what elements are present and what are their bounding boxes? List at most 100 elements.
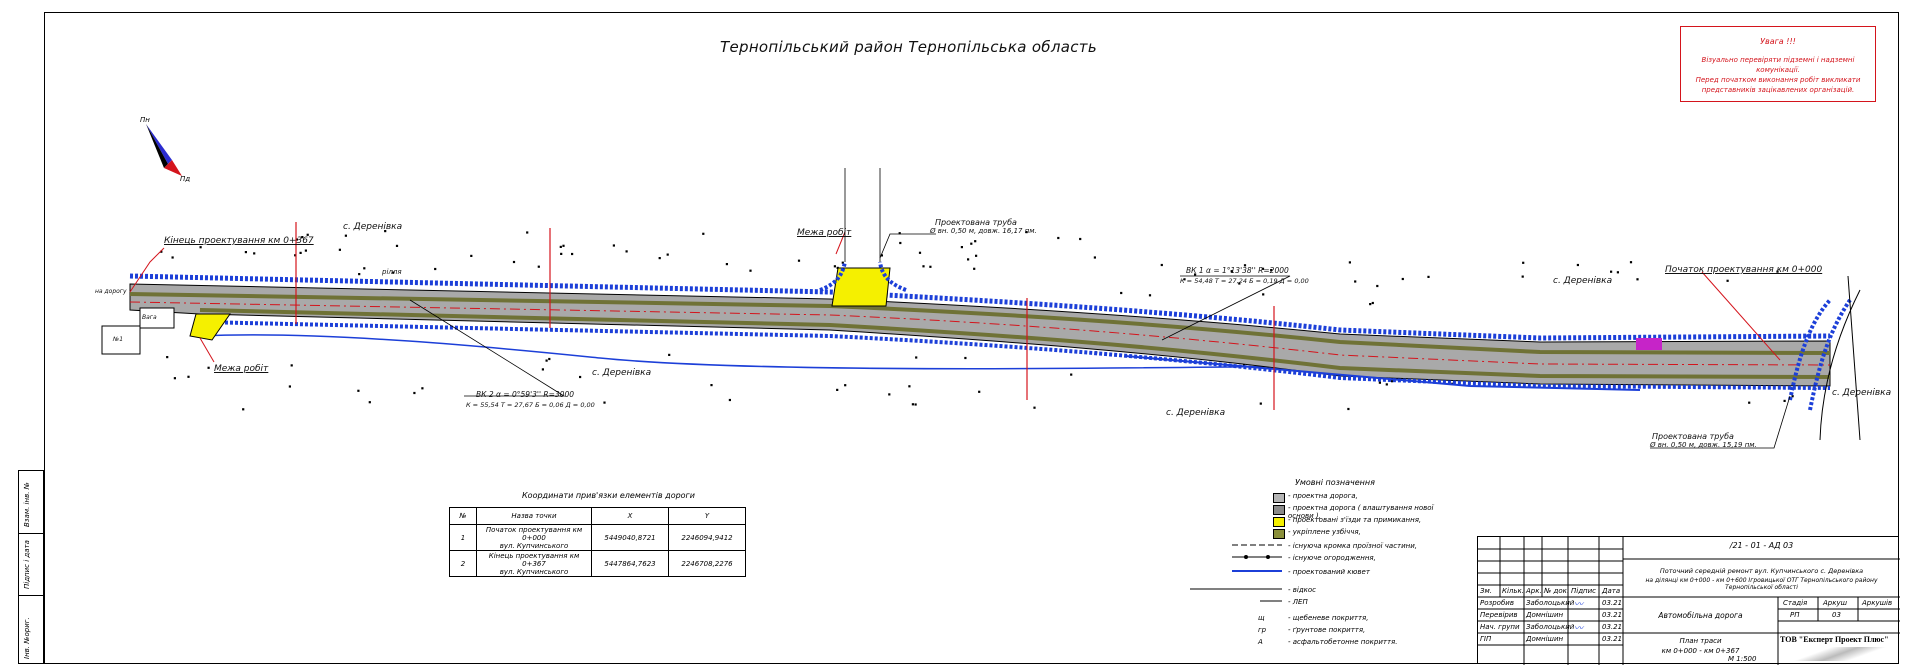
village-label-5: с. Деренівка bbox=[1832, 388, 1892, 398]
legend-text: - проектна дорога ( влаштування нової ос… bbox=[1288, 504, 1434, 520]
signature-icon: 〰 bbox=[1574, 624, 1584, 634]
legend-text: - проектовані з'їзди та примикання, bbox=[1288, 516, 1422, 524]
stamp-name: Домнішин bbox=[1526, 611, 1564, 619]
coord-cell: 5447864,7623 bbox=[591, 550, 669, 577]
coord-cell: 2246708,2276 bbox=[668, 550, 746, 577]
legend-swatch bbox=[1273, 529, 1285, 539]
village-label-1: с. Деренівка bbox=[343, 222, 403, 232]
warning-header: Увага !!! bbox=[1760, 37, 1796, 46]
legend-line-item: - проектований кювет bbox=[1190, 568, 1440, 579]
legend-text: - ґрунтове покриття, bbox=[1288, 626, 1366, 634]
stamp-h-sheet: Арк. bbox=[1526, 587, 1542, 595]
shoulder-bottom bbox=[199, 308, 1831, 379]
start-design-label: Початок проектування км 0+000 bbox=[1665, 265, 1823, 275]
vk2-params: К = 55,54 Т = 27,67 Б = 0,06 Д = 0,00 bbox=[466, 401, 595, 409]
stamp-h-zm: Зм. bbox=[1480, 587, 1492, 595]
coord-header-n: № bbox=[449, 507, 477, 525]
magenta-patch bbox=[1636, 338, 1662, 350]
coord-name-line: Кінець проектування км 0+367 bbox=[488, 551, 580, 568]
sheet-header: Аркуш bbox=[1823, 599, 1848, 607]
field-label: рілля bbox=[382, 268, 402, 276]
stamp-h-sign: Підпис bbox=[1571, 587, 1597, 595]
coord-table: № Назва точки X Y 1 Початок проектування… bbox=[449, 507, 746, 577]
legend-line-item: щ - щебеневе покриття, bbox=[1190, 614, 1440, 625]
stamp-role: ГІП bbox=[1480, 635, 1492, 643]
coord-cell: 2246094,9412 bbox=[668, 524, 746, 551]
vk2-label: ВК 2 α = 0°59'3'' R=3000 bbox=[476, 390, 574, 399]
stamp-h-doc: № док. bbox=[1544, 587, 1570, 595]
coord-name-line: вул. Купчинського bbox=[499, 541, 569, 550]
stamp-date: 03.21 bbox=[1602, 623, 1623, 631]
north-label: Пн bbox=[140, 116, 150, 124]
coord-header-y: Y bbox=[668, 507, 746, 525]
coord-cell: 2 bbox=[449, 550, 477, 577]
legend-item: - проектна дорога ( влаштування нової ос… bbox=[1190, 504, 1440, 520]
coord-cell: 1 bbox=[449, 524, 477, 551]
stamp-role: Перевірив bbox=[1480, 611, 1518, 619]
warning-note: Увага !!! Візуально перевіряти підземні … bbox=[1680, 26, 1876, 102]
legend-abbr: щ bbox=[1258, 614, 1265, 622]
legend-title: Умовні позначення bbox=[1295, 478, 1375, 487]
legend-item: - проектовані з'їзди та примикання, bbox=[1190, 516, 1440, 527]
title-block: /21 - 01 - АД 03 Поточний середній ремон… bbox=[1477, 536, 1900, 665]
work-boundary-left: Межа робіт bbox=[214, 364, 269, 374]
shoulder-top bbox=[129, 292, 1831, 355]
plan-title: План траси bbox=[1679, 637, 1722, 645]
bottom-guardrail bbox=[199, 320, 1831, 390]
coord-header-name: Назва точки bbox=[476, 507, 592, 525]
legend-swatch bbox=[1273, 505, 1285, 515]
legend-text: - існуюче огородження, bbox=[1288, 554, 1376, 562]
pipe-bottom-label: Проектована труба bbox=[1652, 432, 1734, 441]
house-number: №1 bbox=[113, 336, 124, 343]
field-dots bbox=[160, 230, 1794, 411]
legend-text: - щебеневе покриття, bbox=[1288, 614, 1369, 622]
stamp-name: Домнішин bbox=[1526, 635, 1564, 643]
pipe-bottom-spec: Ø вн. 0,50 м, довж. 15,19 пм. bbox=[1650, 441, 1757, 449]
legend-text: - існуюча кромка проїзної частини, bbox=[1288, 542, 1418, 550]
signature-icon: 〰 bbox=[1574, 600, 1584, 610]
doc-code: /21 - 01 - АД 03 bbox=[1729, 541, 1794, 550]
coord-table-title: Координати прив'язки елементів дороги bbox=[522, 491, 695, 500]
stations bbox=[295, 222, 1275, 410]
coord-header-x: X bbox=[591, 507, 669, 525]
legend-line-item: - існуюча кромка проїзної частини, bbox=[1190, 542, 1440, 553]
drawing-frame bbox=[44, 12, 1899, 664]
legend-text: - ЛЕП bbox=[1288, 598, 1308, 606]
sheets-header: Аркушів bbox=[1862, 599, 1893, 607]
stamp-date: 03.21 bbox=[1602, 611, 1623, 619]
company-name: ТОВ "Експерт Проект Плюс" bbox=[1780, 635, 1889, 644]
vk1-label: ВК 1 α = 1°13'38'' R=2000 bbox=[1186, 266, 1289, 275]
legend-line-item: гр- ґрунтове покриття, bbox=[1190, 626, 1440, 637]
warning-line-2: Перед початком виконання робіт викликати bbox=[1695, 76, 1861, 84]
village-label-4: с. Деренівка bbox=[1553, 276, 1613, 286]
north-arrow-icon: Пн Пд bbox=[140, 116, 190, 183]
legend-line-item: А- асфальтобетонне покриття. bbox=[1190, 638, 1440, 649]
to-road-label: на дорогу bbox=[95, 288, 127, 295]
coord-name-line: Початок проектування км 0+000 bbox=[485, 525, 583, 542]
legend-item: - укріплене узбіччя, bbox=[1190, 528, 1440, 539]
project-line-1: Поточний середній ремонт вул. Купчинсько… bbox=[1659, 567, 1864, 575]
side-stamp: Інв. №ориг. Підпис і дата Взам. інв. № bbox=[18, 470, 44, 664]
coord-name-line: вул. Купчинського bbox=[499, 567, 569, 576]
title-block-grid bbox=[1478, 537, 1900, 665]
plan-range: км 0+000 - км 0+367 bbox=[1661, 647, 1740, 655]
legend: Умовні позначення - проектна дорога, - п… bbox=[1190, 478, 1440, 658]
stamp-h-date: Дата bbox=[1602, 587, 1621, 595]
vk1-params: К = 54,48 Т = 27,24 Б = 0,19 Д = 0,00 bbox=[1180, 277, 1309, 285]
scale: М 1:500 bbox=[1728, 655, 1757, 663]
stamp-date: 03.21 bbox=[1602, 635, 1623, 643]
stamp-date: 03.21 bbox=[1602, 599, 1623, 607]
legend-swatch bbox=[1273, 517, 1285, 527]
legend-swatch bbox=[1273, 493, 1285, 503]
coord-cell: 5449040,8721 bbox=[591, 524, 669, 551]
junction-top bbox=[831, 267, 891, 307]
legend-line-item: - існуюче огородження, bbox=[1190, 554, 1440, 565]
south-label: Пд bbox=[180, 175, 190, 183]
pipe-top-label: Проектована труба bbox=[935, 218, 1017, 227]
stage-value: РП bbox=[1790, 611, 1800, 619]
company-logo bbox=[1790, 647, 1890, 661]
